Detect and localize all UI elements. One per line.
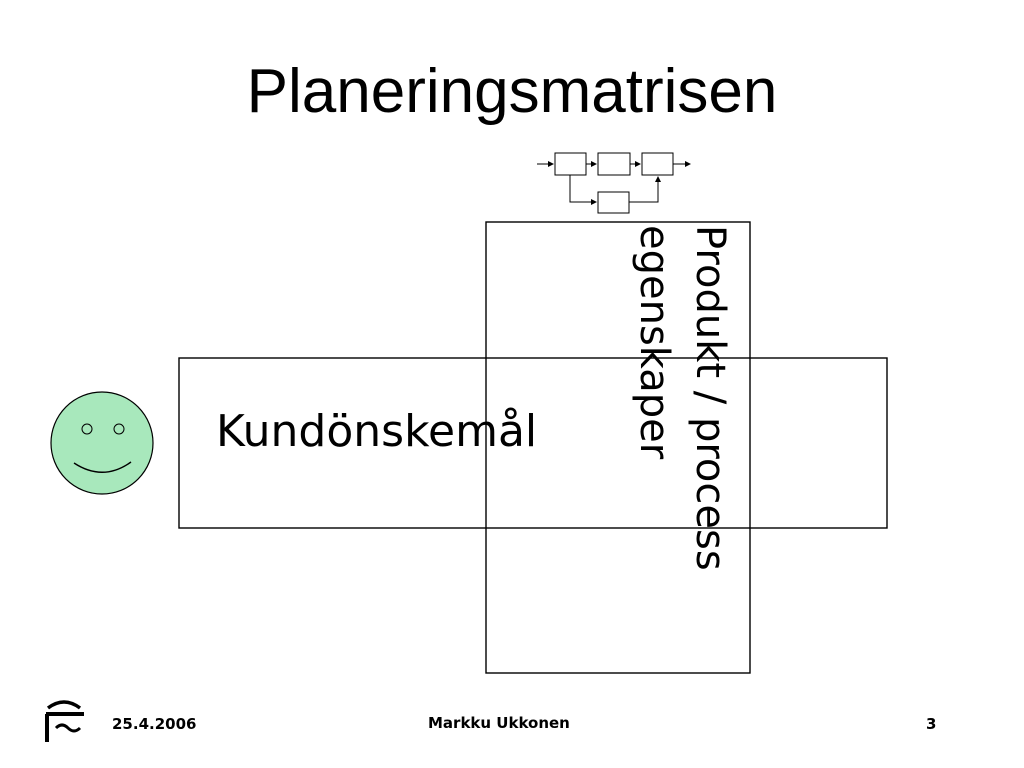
footer-author: Markku Ukkonen [428,714,570,732]
smiley-face [50,391,154,495]
customer-wishes-label: Kundönskemål [216,406,538,457]
product-properties-label-line-1: Produkt / process [687,225,733,571]
product-properties-box [485,221,751,674]
customer-wishes-box [178,357,888,529]
footer-date: 25.4.2006 [112,715,197,733]
product-properties-label-line-2: egenskaper [631,225,677,460]
smiley-left-eye [81,423,93,435]
page-number: 3 [926,715,937,733]
process-flow-icon [537,152,691,214]
product-properties-label: Produkt / process egenskaper [610,225,738,645]
company-logo-icon [45,700,84,742]
smiley-right-eye [113,423,125,435]
customer-smiley-icon [50,391,154,495]
smiley-mouth [73,461,132,473]
slide-title: Planeringsmatrisen [246,57,778,126]
